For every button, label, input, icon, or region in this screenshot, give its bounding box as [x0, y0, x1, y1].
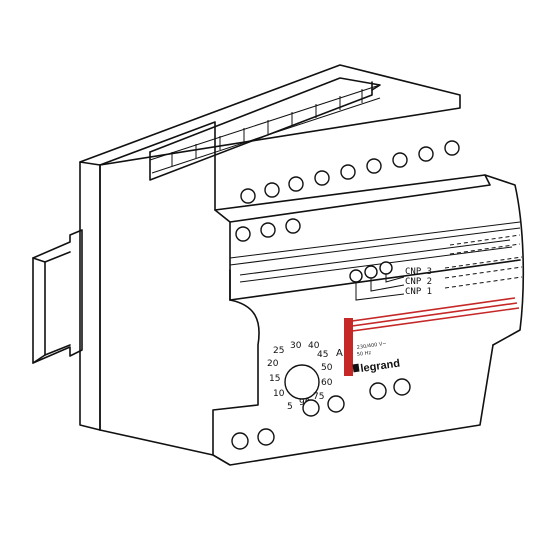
screw-terminal[interactable] [288, 176, 304, 192]
screw-terminal[interactable] [327, 395, 345, 413]
screw-terminal[interactable] [240, 188, 256, 204]
output-label-2: CNP 2 [405, 277, 432, 287]
lower-screw-row [231, 378, 411, 450]
output-screw-1[interactable] [349, 269, 363, 283]
brand-name: legrand [360, 358, 401, 375]
dial-mark-45: 45 [317, 350, 328, 360]
screw-terminal[interactable] [260, 222, 276, 238]
output-label-3: CNP 3 [405, 267, 432, 277]
screw-terminal[interactable] [366, 158, 382, 174]
dial-mark-75: 75 [313, 392, 324, 402]
top-vents [149, 84, 381, 174]
dial-unit: A [336, 348, 343, 359]
dial-mark-5: 5 [287, 402, 293, 412]
screw-terminal[interactable] [314, 170, 330, 186]
screw-terminal[interactable] [392, 152, 408, 168]
dial-mark-40: 40 [308, 341, 320, 351]
dial-mark-15: 15 [269, 374, 280, 384]
dial-mark-60: 60 [321, 378, 333, 388]
screw-terminal[interactable] [231, 432, 249, 450]
output-terminals: CNP 3 CNP 2 CNP 1 [349, 234, 523, 301]
output-label-1: CNP 1 [405, 287, 432, 297]
screw-terminal[interactable] [444, 140, 460, 156]
screw-terminal[interactable] [369, 382, 387, 400]
upper-screw-row [240, 140, 460, 204]
dial-mark-30: 30 [290, 341, 302, 351]
middle-grooves [239, 239, 513, 283]
middle-screw-row [235, 218, 301, 242]
screw-terminal[interactable] [285, 218, 301, 234]
current-setting-knob[interactable] [284, 364, 320, 400]
output-screw-3[interactable] [379, 261, 393, 275]
red-label-block [344, 318, 353, 376]
screw-terminal[interactable] [418, 146, 434, 162]
screw-terminal[interactable] [235, 226, 251, 242]
dial-mark-50: 50 [321, 363, 333, 373]
screw-terminal[interactable] [340, 164, 356, 180]
screw-terminal[interactable] [302, 399, 320, 417]
screw-terminal[interactable] [393, 378, 411, 396]
screw-terminal[interactable] [257, 428, 275, 446]
voltage-rating: 230/400 V~ [356, 341, 387, 351]
output-screw-2[interactable] [364, 265, 378, 279]
dial-mark-20: 20 [267, 359, 279, 369]
rating-labels: 230/400 V~ 50 Hz [356, 341, 387, 358]
frequency-rating: 50 Hz [356, 350, 371, 358]
dial-mark-10: 10 [273, 389, 285, 399]
red-stripe [344, 297, 520, 376]
dial-mark-25: 25 [273, 346, 284, 356]
din-rail [32, 229, 83, 364]
current-setting-dial: 25 30 40 20 45 15 50 10 60 5 90 75 A [267, 341, 343, 412]
screw-terminal[interactable] [264, 182, 280, 198]
legrand-logo: legrand [352, 358, 401, 375]
